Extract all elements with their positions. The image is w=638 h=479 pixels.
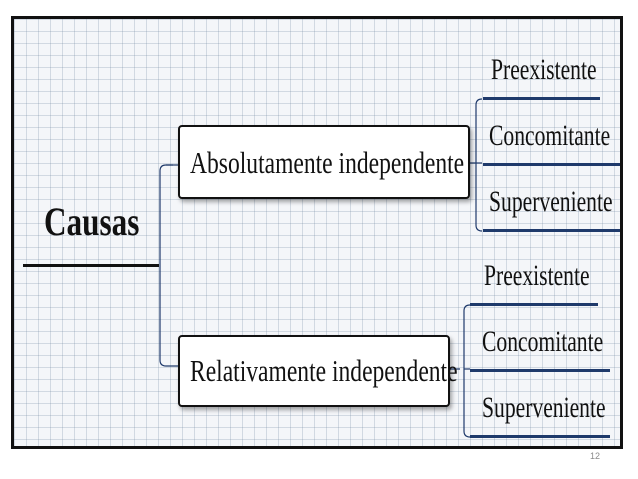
leaf-underline [483,163,620,166]
root-underline [23,264,159,267]
leaf-underline [483,229,620,232]
leaf-underline [470,369,610,372]
branch-relativamente-independente: Relativamente independente [178,335,458,407]
leaf-label: Concomitante [482,325,604,358]
branch-absolute-bracket [470,98,483,232]
leaf-underline [470,435,610,438]
connector-lines [159,98,483,438]
mind-map-frame: Causas Absolutamente independente Relati… [11,16,623,449]
branch-absolutamente-independente: Absolutamente independente [178,125,470,199]
branch-relative-bracket [450,304,471,438]
root-bracket [159,164,178,367]
leaf-label: Concomitante [489,119,611,152]
leaf-underline [470,303,598,306]
leaf-label: Superveniente [489,185,613,218]
branch-label: Relativamente independente [190,353,458,388]
root-label: Causas [44,199,140,244]
leaf-label: Preexistente [491,53,597,86]
leaf-underline [483,97,600,100]
branch-label: Absolutamente independente [190,145,465,180]
page-number: 12 [590,451,601,461]
leaf-label: Preexistente [484,259,590,292]
leaf-label: Superveniente [482,391,606,424]
